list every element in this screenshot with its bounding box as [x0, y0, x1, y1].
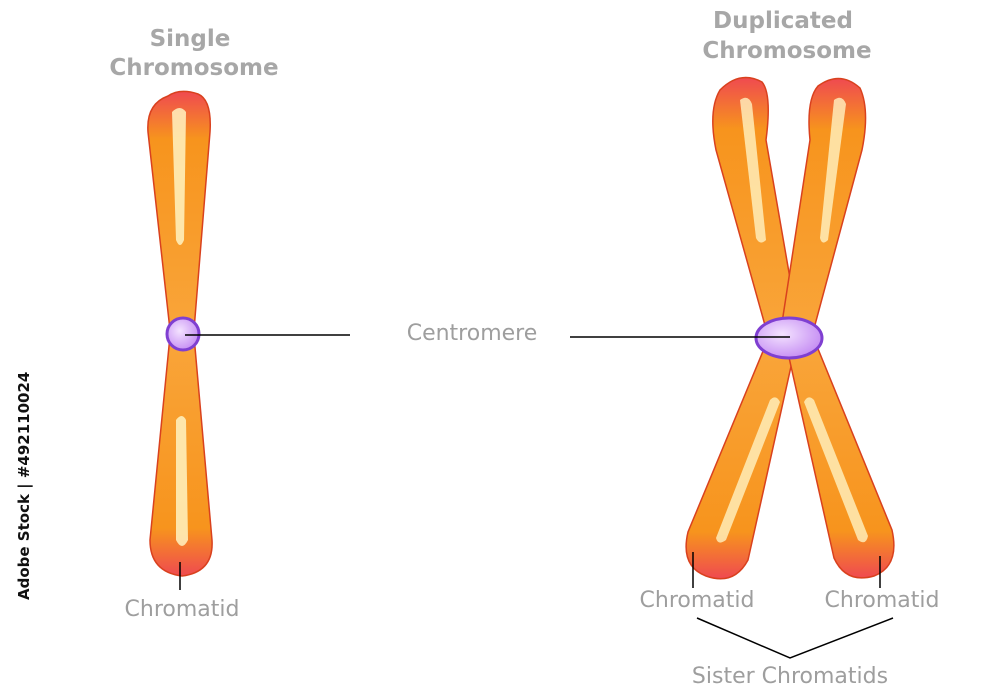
single-chromatid-label: Chromatid [125, 597, 240, 622]
duplicated-centromere [754, 316, 824, 360]
right-chromatid-upper-highlight [820, 97, 846, 243]
duplicated-chromosome [685, 76, 895, 659]
right-chromatid-label: Chromatid [825, 588, 940, 613]
duplicated-chromosome-title: Duplicated Chromosome [702, 8, 871, 64]
right-chromatid-lower-arm [785, 343, 895, 579]
sister-chromatids-bracket [696, 617, 894, 659]
sister-chromatids-label: Sister Chromatids [692, 664, 888, 689]
duplicated-title-line2: Chromosome [702, 38, 871, 64]
duplicated-title-line1: Duplicated [713, 8, 853, 34]
right-chromatid-lower-highlight [804, 397, 868, 543]
right-chromatid-upper-arm [779, 77, 867, 337]
single-title-line2: Chromosome [109, 55, 278, 81]
single-chromosome-title: Single Chromosome [109, 26, 278, 81]
single-lower-arm-highlight [176, 416, 188, 546]
left-chromatid-label: Chromatid [640, 588, 755, 613]
stock-id-label: Adobe Stock | #492110024 [15, 372, 34, 600]
single-upper-arm-highlight [172, 108, 186, 245]
left-chromatid-upper-highlight [740, 97, 766, 243]
left-chromatid-lower-arm [685, 343, 797, 580]
single-chromosome [147, 90, 213, 590]
single-centromere [165, 316, 201, 352]
centromere-label: Centromere [407, 321, 538, 346]
left-chromatid-lower-highlight [716, 397, 780, 543]
single-title-line1: Single [150, 26, 231, 52]
